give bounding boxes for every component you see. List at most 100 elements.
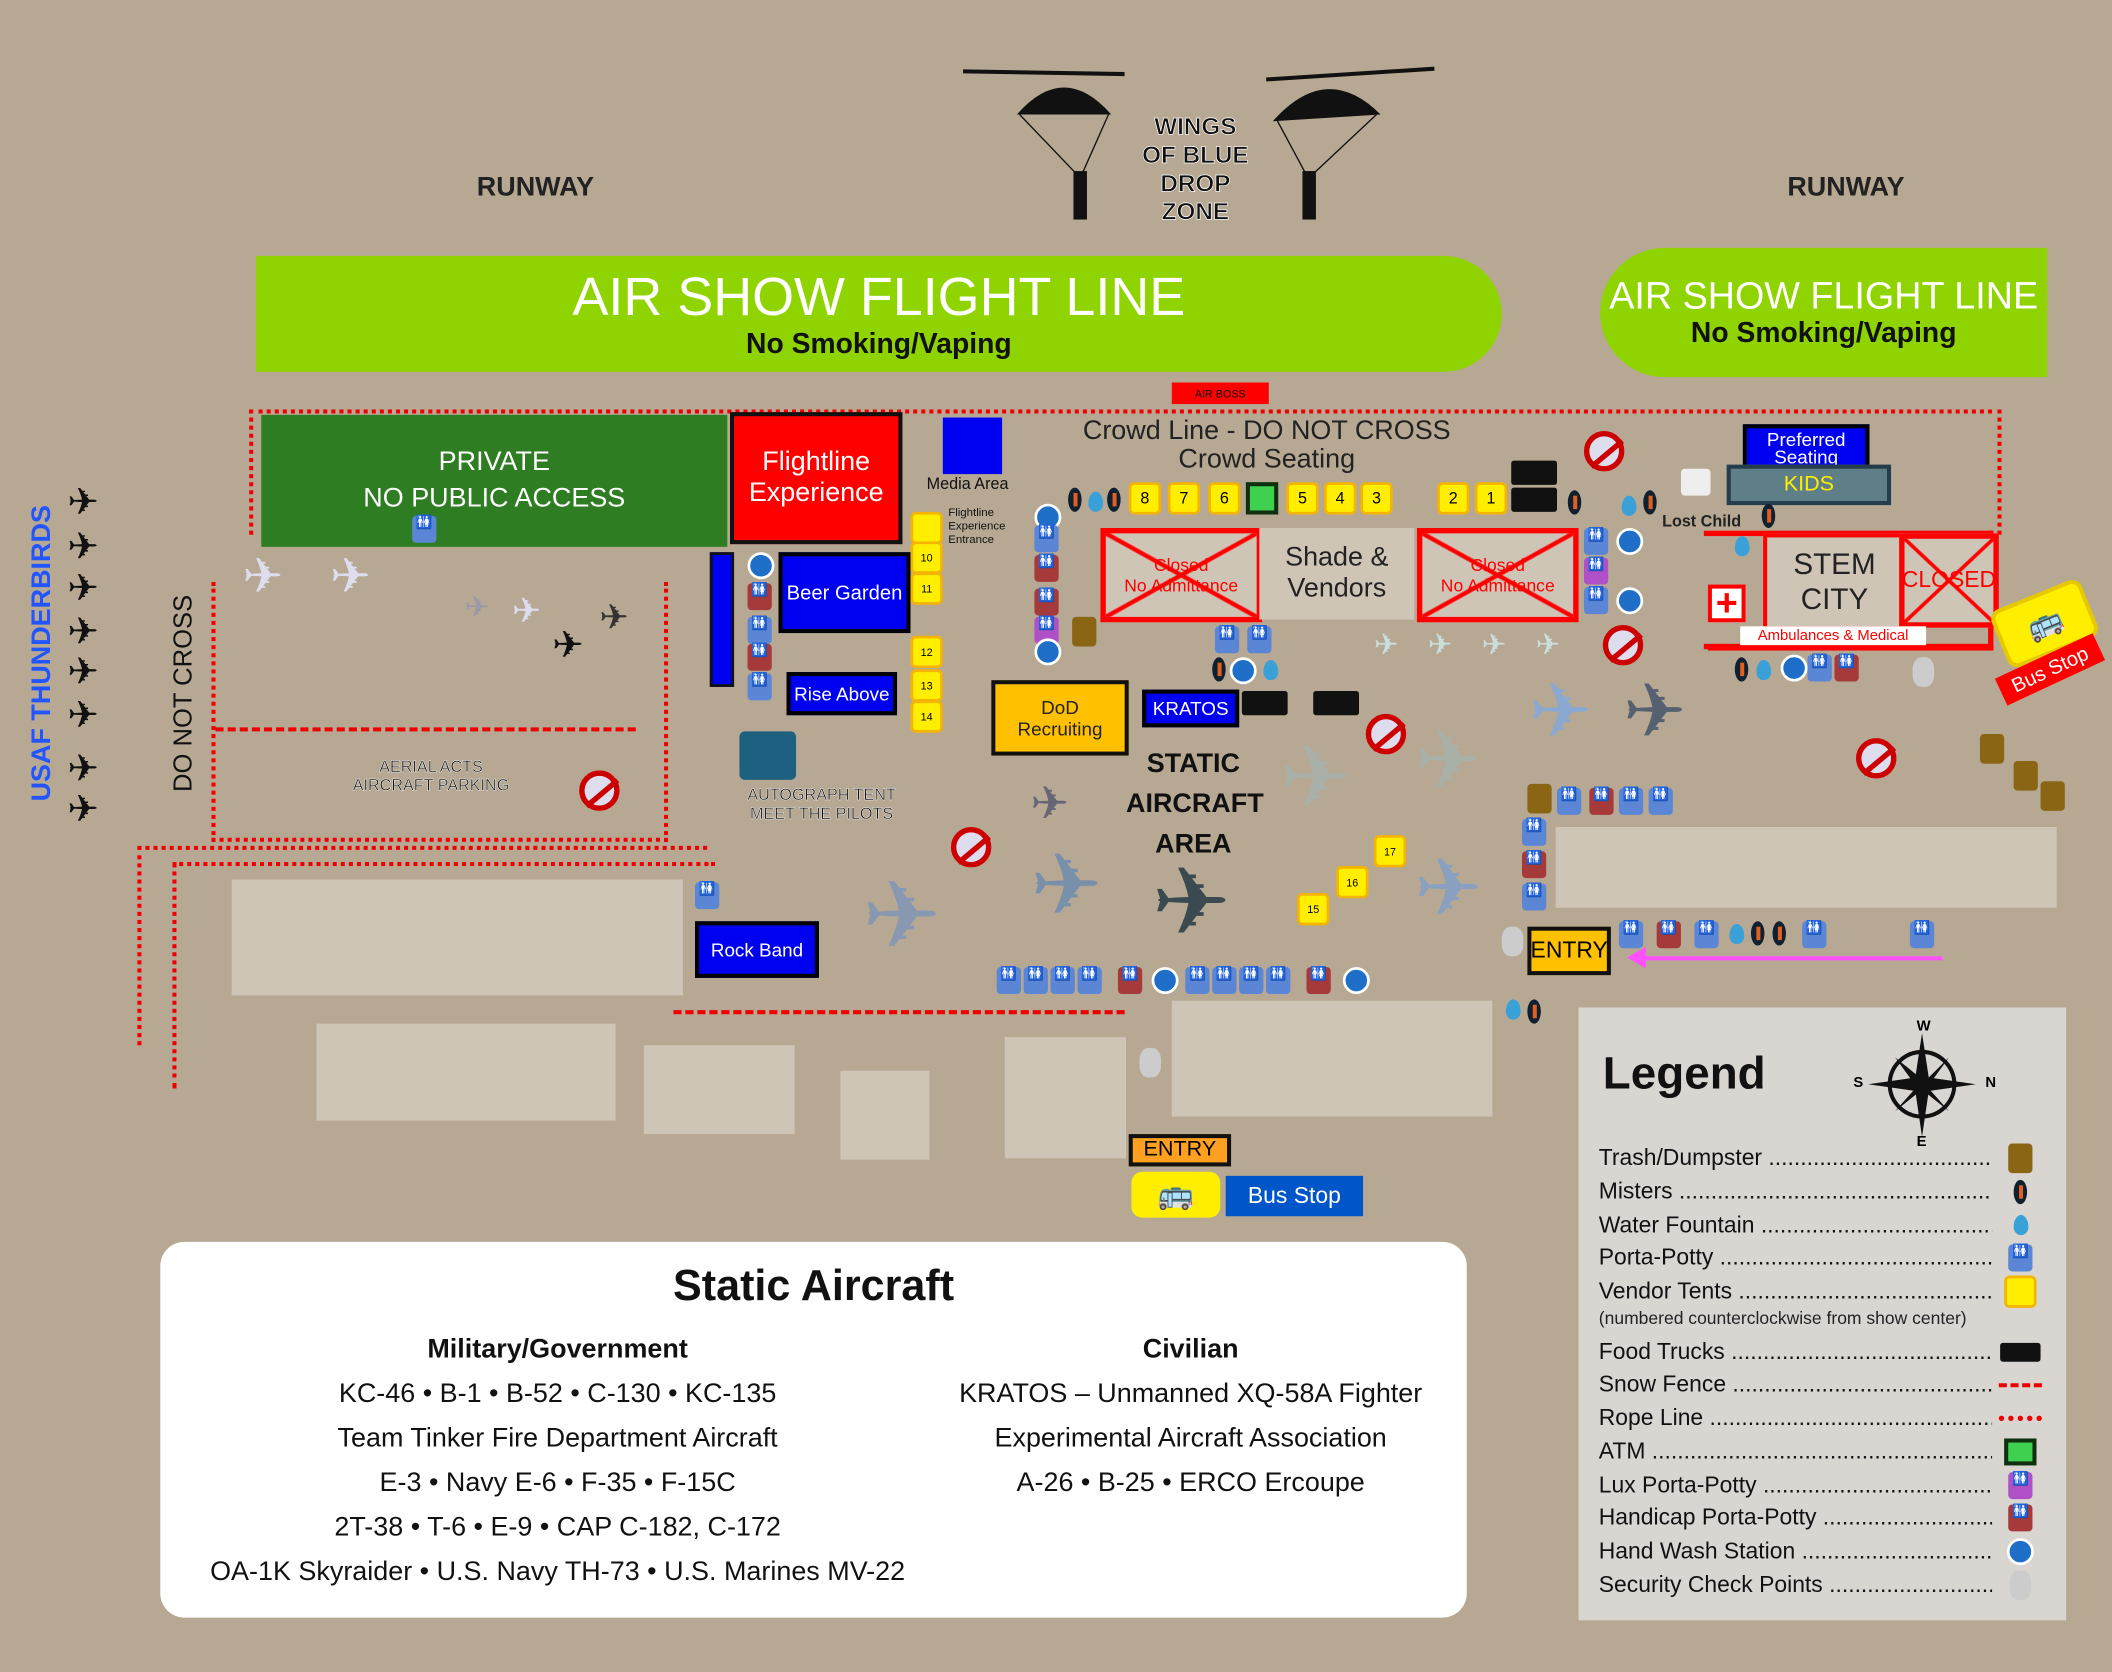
porta-potty-icon [747,616,772,644]
security-checkpoint-icon [2009,1569,2032,1600]
porta-potty-icon [695,882,720,910]
vendor-tent: 16 [1336,866,1369,899]
aerial-label: AERIAL ACTS [379,756,483,776]
legend-label: Lux Porta-Potty [1599,1472,1992,1499]
water-fountain-icon [1088,491,1104,512]
civilian-heading: Civilian [1142,1334,1239,1365]
food-truck-icon [2000,1342,2041,1362]
aircraft-icon: ✈ [1481,627,1507,662]
no-admittance-label: No Admittance [1124,575,1239,596]
porta-potty-icon [1239,967,1264,995]
blue-barrier [709,552,735,687]
porta-potty-icon [1557,787,1582,815]
porta-potty-icon [2008,1245,2033,1273]
vendor-tent: 10 [910,541,943,574]
rise-above[interactable]: Rise Above [786,672,898,716]
legend-item: Trash/Dumpster [1599,1142,2043,1175]
closed-label: Closed [1153,554,1209,576]
aircraft-icon: ✈ [1030,836,1103,934]
vendor-tent: 5 [1286,482,1319,515]
trash-icon [2008,1143,2033,1174]
military-heading: Military/Government [427,1334,688,1365]
legend-symbol [1997,1415,2043,1422]
legend-symbol [1997,1342,2043,1362]
porta-potty-icon [1034,525,1059,553]
legend-item: Food Trucks [1599,1335,2043,1368]
lux-porta-potty-icon [2008,1471,2033,1499]
rope-line-icon [1998,1415,2042,1422]
mister-icon [1761,503,1776,528]
legend-symbol [1997,1179,2043,1205]
rock-band[interactable]: Rock Band [695,921,819,978]
trash-icon [1979,734,2005,764]
aircraft-icon: ✈ [599,596,629,638]
aircraft-icon: ✈ [1623,668,1687,753]
porta-potty-icon [1583,587,1609,615]
dod-recruiting[interactable]: DoD Recruiting [991,680,1129,756]
autograph-line: AUTOGRAPH TENT [747,785,896,805]
aircraft-icon: ✈ [464,589,490,624]
jet-icon: ✈ [67,787,99,830]
parking-pad [1171,1000,1493,1117]
military-list: Military/Government KC-46 • B-1 • B-52 •… [174,1328,942,1595]
legend-list: Trash/DumpsterMistersWater FountainPorta… [1599,1142,2043,1601]
legend-label: Misters [1599,1179,1992,1206]
parking-pad [840,1070,930,1160]
legend-label: Snow Fence [1599,1372,1992,1399]
handicap-porta-potty-icon [1834,654,1859,682]
mister-icon [1643,490,1657,515]
legend-symbol [1997,1143,2043,1174]
vendor-tent: 1 [1474,482,1508,515]
parking-pad [1004,1037,1127,1159]
jet-icon: ✈ [67,480,99,523]
entry-south[interactable]: ENTRY [1128,1134,1232,1167]
aircraft-icon: ✈ [1030,778,1069,830]
static-label: STATIC [1146,748,1240,779]
handicap-porta-potty-icon [1656,921,1681,949]
aircraft-icon: ✈ [1535,627,1561,662]
bus-stop-south: Bus Stop [1225,1175,1364,1217]
private-label: PRIVATE [438,447,550,477]
static-aircraft-panel: Static Aircraft Military/Government KC-4… [160,1241,1467,1618]
handicap-porta-potty-icon [1521,851,1547,879]
legend-label: Handicap Porta-Potty [1599,1505,1992,1532]
aircraft-line: KC-46 • B-1 • B-52 • C-130 • KC-135 [338,1379,777,1409]
legend-label: Porta-Potty [1599,1245,1992,1272]
food-truck-icon [1313,690,1360,716]
media-area-label: Media Area [926,474,1009,493]
drop-zone-line: ZONE [1161,197,1230,226]
mister-icon [2013,1179,2028,1205]
compass-e: E [1916,1134,1927,1151]
aircraft-icon: ✈ [1414,843,1482,934]
hand-wash-icon [2006,1538,2034,1565]
flight-line-title: AIR SHOW FLIGHT LINE [572,267,1186,327]
jet-icon: ✈ [67,650,99,693]
water-fountain-icon [1734,536,1750,557]
mister-icon [1567,490,1582,515]
vendor-tent: 12 [910,635,943,669]
aircraft-line: KRATOS – Unmanned XQ-58A Fighter [959,1379,1423,1409]
static-label: AIRCRAFT [1126,789,1264,819]
aircraft-icon: ✈ [329,548,371,604]
beer-garden[interactable]: Beer Garden [778,552,911,634]
aircraft-icon: ✈ [1427,627,1453,662]
parking-pad [316,1023,616,1121]
lost-child-label: Lost Child [1662,511,1742,531]
aircraft-line: 2T-38 • T-6 • E-9 • CAP C-182, C-172 [334,1512,781,1543]
legend-item: Rope Line [1599,1402,2043,1435]
closed-area: CLOSED [1899,533,1999,628]
compass-w: W [1916,1018,1931,1035]
no-smoking-icon [950,826,992,868]
media-area-block [942,417,1003,475]
flightline-experience[interactable]: Flightline Experience [730,412,903,545]
legend-note: (numbered counterclockwise from show cen… [1598,1308,1967,1329]
crowd-seating-label: Crowd Seating [1178,444,1356,475]
porta-potty-icon [1583,527,1609,555]
entry-east[interactable]: ENTRY [1527,926,1611,976]
do-not-cross-label: DO NOT CROSS [169,595,198,793]
aircraft-icon: ✈ [511,589,542,631]
autograph-line: MEET THE PILOTS [750,804,894,823]
